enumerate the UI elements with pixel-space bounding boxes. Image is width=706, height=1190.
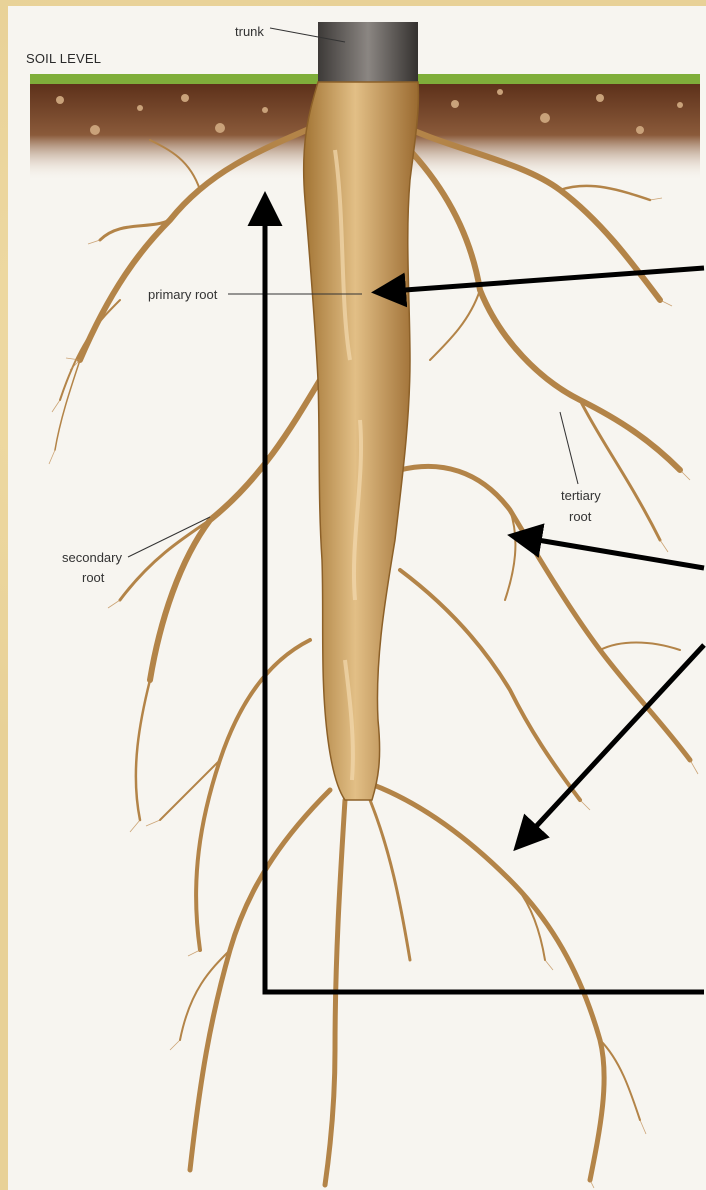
tertiary-root-label-line1: tertiary	[561, 488, 601, 503]
primary-root-label: primary root	[148, 287, 218, 302]
arrow-to-primary-root	[378, 268, 704, 292]
trunk-label: trunk	[235, 24, 264, 39]
secondary-root-label-line1: secondary	[62, 550, 122, 565]
trunk-shape	[318, 22, 418, 82]
soil-level-label: SOIL LEVEL	[26, 51, 101, 66]
tertiary-root-label-line2: root	[569, 509, 592, 524]
secondary-root-label-line2: root	[82, 570, 105, 585]
